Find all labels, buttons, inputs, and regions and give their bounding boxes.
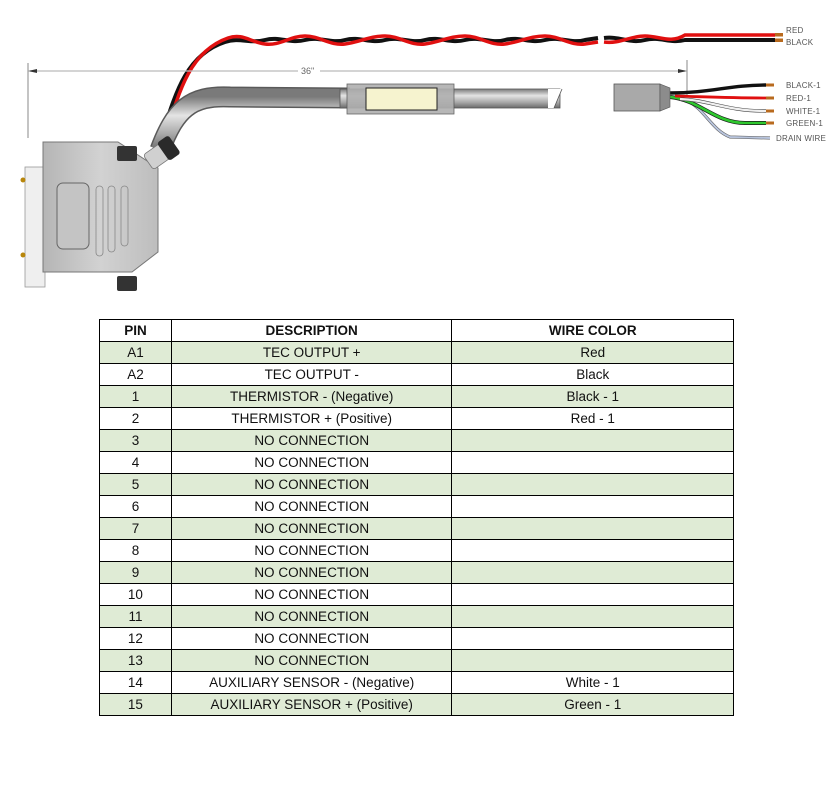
wire-color-cell	[451, 561, 734, 584]
header-wire-color: WIRE COLOR	[451, 319, 734, 342]
pin-cell: 3	[99, 429, 172, 452]
description-cell: TEC OUTPUT -	[170, 363, 453, 386]
pin-cell: 13	[99, 649, 172, 672]
black-power-wire	[158, 36, 599, 143]
pin-cell: 6	[99, 495, 172, 518]
cable-end	[613, 83, 774, 140]
label-red: RED	[786, 26, 804, 35]
wire-color-cell	[451, 451, 734, 474]
pin-cell: 11	[99, 605, 172, 628]
cable-end-jacket	[613, 83, 661, 112]
description-cell: NO CONNECTION	[170, 649, 453, 672]
wire-color-cell: Red	[451, 341, 734, 364]
pin-cell: 4	[99, 451, 172, 474]
pin-cell: 10	[99, 583, 172, 606]
red-power-wire-end	[603, 33, 775, 45]
label-drain-wire: DRAIN WIRE	[776, 134, 826, 143]
pin-cell: 12	[99, 627, 172, 650]
wire-color-cell: Red - 1	[451, 407, 734, 430]
wire-color-cell: White - 1	[451, 671, 734, 694]
wire-color-cell	[451, 429, 734, 452]
label-green-1: GREEN-1	[786, 119, 823, 128]
label-red-1: RED-1	[786, 94, 811, 103]
pin-cell: 1	[99, 385, 172, 408]
label-sleeve	[365, 87, 438, 111]
pin-cell: 9	[99, 561, 172, 584]
description-cell: NO CONNECTION	[170, 561, 453, 584]
pin-cell: A1	[99, 341, 172, 364]
twisted-power-pair	[158, 33, 783, 143]
wire-color-cell	[451, 605, 734, 628]
label-black-1: BLACK-1	[786, 81, 821, 90]
description-cell: TEC OUTPUT +	[170, 341, 453, 364]
cable-assembly-drawing: 36"	[20, 26, 826, 291]
wire-color-cell	[451, 627, 734, 650]
description-cell: NO CONNECTION	[170, 605, 453, 628]
wire-color-cell	[451, 583, 734, 606]
black-power-wire-end	[603, 35, 775, 44]
table-header-row: PIN DESCRIPTION WIRE COLOR	[99, 319, 734, 342]
wire-color-cell: Black	[451, 363, 734, 386]
wire-color-cell: Green - 1	[451, 693, 734, 716]
red-wire-tip	[775, 33, 783, 37]
pin-cell: 7	[99, 517, 172, 540]
wire-color-cell	[451, 539, 734, 562]
header-description: DESCRIPTION	[170, 319, 453, 342]
wire-color-cell	[451, 495, 734, 518]
label-white-1: WHITE-1	[786, 107, 821, 116]
header-pin: PIN	[99, 319, 172, 342]
description-cell: NO CONNECTION	[170, 517, 453, 540]
description-cell: THERMISTOR - (Negative)	[170, 385, 453, 408]
pin-cell: 14	[99, 671, 172, 694]
pin-cell: A2	[99, 363, 172, 386]
dimension-label: 36"	[301, 66, 314, 76]
description-cell: NO CONNECTION	[170, 429, 453, 452]
wire-color-cell	[451, 649, 734, 672]
length-dimension: 36"	[27, 60, 688, 138]
wire-color-cell	[451, 473, 734, 496]
pin-cell: 2	[99, 407, 172, 430]
red-1-wire	[674, 94, 767, 100]
pin-cell: 15	[99, 693, 172, 716]
description-cell: AUXILIARY SENSOR - (Negative)	[170, 671, 453, 694]
pin-cell: 8	[99, 539, 172, 562]
red-power-wire	[162, 34, 599, 143]
description-cell: NO CONNECTION	[170, 451, 453, 474]
description-cell: NO CONNECTION	[170, 539, 453, 562]
description-cell: THERMISTOR + (Positive)	[170, 407, 453, 430]
db15-connector	[20, 136, 180, 291]
black-1-wire	[669, 83, 767, 95]
description-cell: NO CONNECTION	[170, 583, 453, 606]
wire-color-cell	[451, 517, 734, 540]
description-cell: AUXILIARY SENSOR + (Positive)	[170, 693, 453, 716]
description-cell: NO CONNECTION	[170, 473, 453, 496]
wire-color-cell: Black - 1	[451, 385, 734, 408]
label-black: BLACK	[786, 38, 814, 47]
jacketed-cable	[150, 83, 563, 154]
pin-cell: 5	[99, 473, 172, 496]
description-cell: NO CONNECTION	[170, 495, 453, 518]
description-cell: NO CONNECTION	[170, 627, 453, 650]
black-wire-tip	[775, 38, 783, 42]
